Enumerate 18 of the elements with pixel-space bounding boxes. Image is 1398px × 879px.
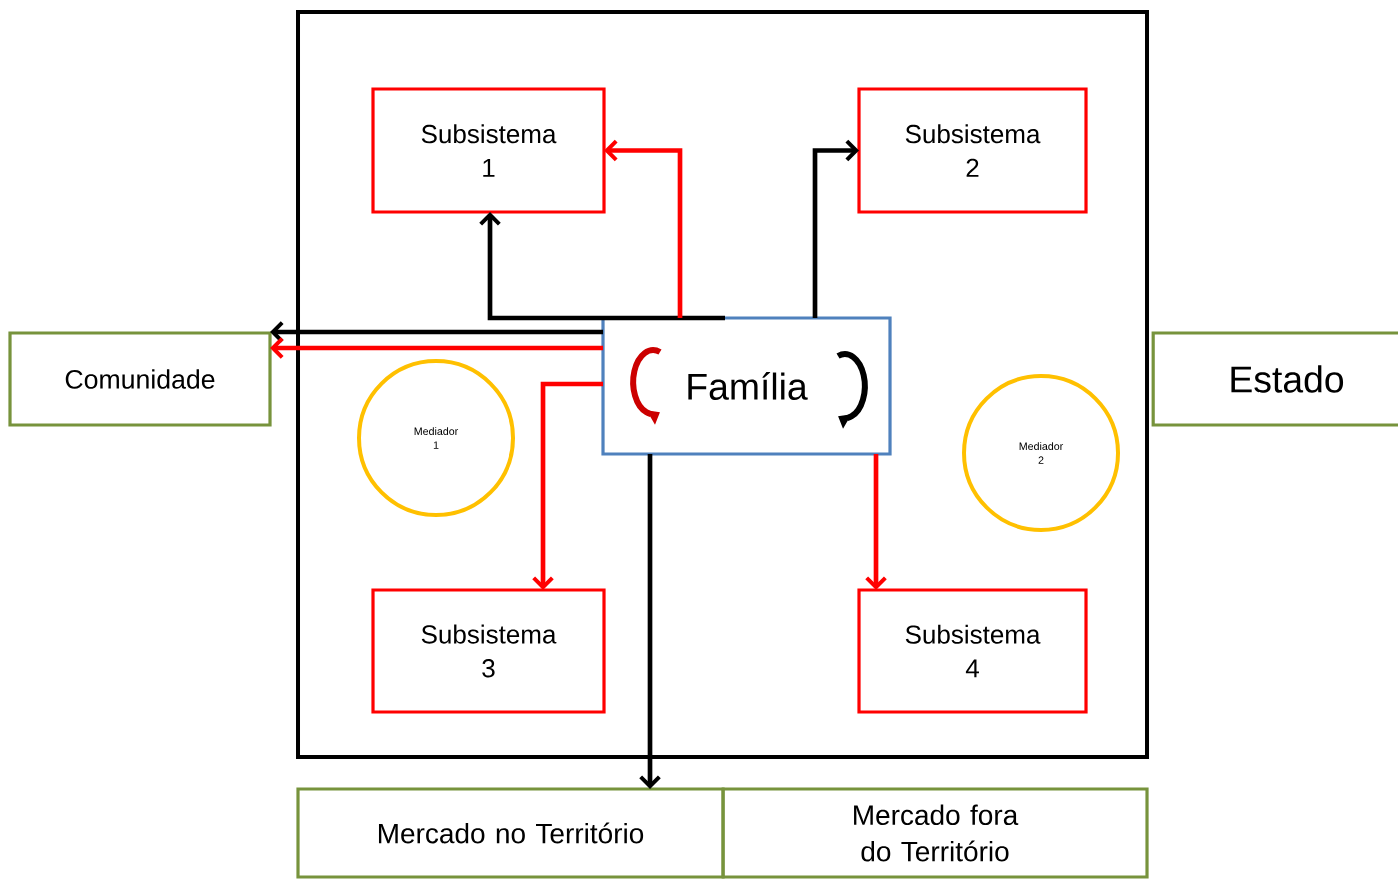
arrow (604, 139, 618, 162)
arrow (479, 212, 725, 321)
market-box: Mercado fora do Território (721, 787, 1149, 879)
state-box: Estado (1151, 331, 1398, 427)
arrow (639, 775, 661, 789)
frame-box (296, 10, 1149, 759)
subsystem-box: Subsistema 4 (857, 588, 1088, 714)
arrow (845, 139, 859, 162)
subsystem-box: Subsistema 3 (371, 588, 606, 714)
subsystem-box: Subsistema 2 (857, 87, 1088, 214)
arrow (270, 337, 284, 359)
arrow (270, 321, 284, 343)
arrow (532, 576, 554, 590)
arrow (865, 576, 887, 590)
family-box: Família (601, 316, 892, 456)
subsystem-box: Subsistema 1 (371, 87, 606, 214)
community-box: Comunidade (8, 331, 272, 427)
market-box: Mercado no Território (296, 787, 725, 879)
